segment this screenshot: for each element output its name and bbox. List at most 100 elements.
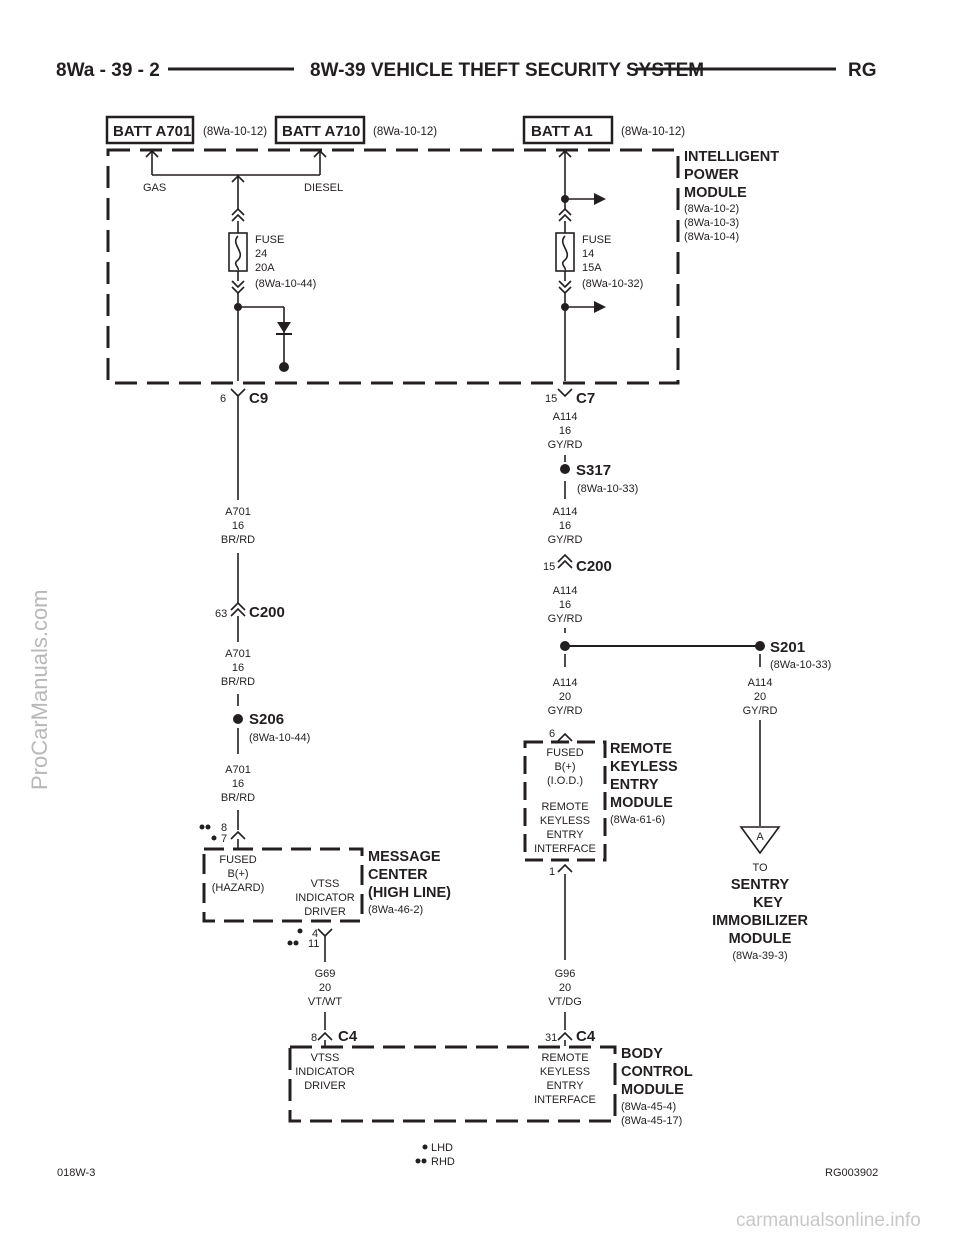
sentry-to: TO xyxy=(752,862,768,874)
wire-a114-4-gauge: 20 xyxy=(559,691,571,703)
mc-fused-3: (HAZARD) xyxy=(212,882,265,894)
wire-a114-3-color: GY/RD xyxy=(548,613,583,625)
bcm-ref-2: (8Wa-45-17) xyxy=(621,1115,682,1127)
legend-lhd: LHD xyxy=(431,1142,453,1154)
wire-a701-3-circuit: A701 xyxy=(225,764,251,776)
c9-pin: 6 xyxy=(220,393,226,405)
lhd-dot xyxy=(211,835,217,841)
rke-name-4: MODULE xyxy=(610,795,673,811)
rke-module-box: FUSED B(+) (I.O.D.) REMOTE KEYLESS ENTRY… xyxy=(523,740,678,862)
mc-ref: (8Wa-46-2) xyxy=(368,904,423,916)
wire-a701-1-color: BR/RD xyxy=(221,534,255,546)
rke-name-2: KEYLESS xyxy=(610,759,678,775)
rhd-dot xyxy=(287,940,293,946)
rke-fused-3: (I.O.D.) xyxy=(547,775,583,787)
footer-right: RG003902 xyxy=(825,1167,878,1179)
ipm-name-2: POWER xyxy=(684,167,739,183)
splice-s206-label: S206 xyxy=(249,711,284,728)
rke-fused-2: B(+) xyxy=(554,761,575,773)
c9-label: C9 xyxy=(249,390,268,407)
c200-left-label: C200 xyxy=(249,604,285,621)
battery-a710-label: BATT A710 xyxy=(282,123,360,140)
fuse-24-label-1: FUSE xyxy=(255,234,284,246)
mc-vtss-2: INDICATOR xyxy=(295,892,355,904)
battery-a1: BATT A1 (8Wa-10-12) xyxy=(522,115,685,145)
bcm-vtss-2: INDICATOR xyxy=(295,1066,355,1078)
rke-name-1: REMOTE xyxy=(610,741,672,757)
wire-g69-color: VT/WT xyxy=(308,996,342,1008)
c4-right-pin: 31 xyxy=(545,1032,557,1044)
ipm-ref-3: (8Wa-10-4) xyxy=(684,231,739,243)
splice-s317-ref: (8Wa-10-33) xyxy=(577,483,638,495)
rke-in-pin: 6 xyxy=(549,728,555,740)
rhd-dot xyxy=(199,824,205,830)
splice-dot xyxy=(234,303,242,311)
mc-name-1: MESSAGE xyxy=(368,849,441,865)
header: 8Wa - 39 - 2 8W-39 VEHICLE THEFT SECURIT… xyxy=(56,60,877,81)
mc-out-pin-lhd: 4 xyxy=(312,928,318,940)
sentry-name-2: KEY xyxy=(753,895,783,911)
bcm-interface-4: INTERFACE xyxy=(534,1094,596,1106)
lhd-dot xyxy=(422,1144,428,1150)
sentry-reference: A TO SENTRY KEY IMMOBILIZER MODULE (8Wa-… xyxy=(712,826,808,962)
ipm-name-1: INTELLIGENT xyxy=(684,149,779,165)
battery-a701-label: BATT A701 xyxy=(113,123,191,140)
splice-s206-ref: (8Wa-10-44) xyxy=(249,732,310,744)
c7-label: C7 xyxy=(576,390,595,407)
rke-interface-4: INTERFACE xyxy=(534,843,596,855)
fuse-24-circuit xyxy=(228,182,285,381)
ground-dot xyxy=(279,362,289,372)
footer-left: 018W-3 xyxy=(57,1167,95,1179)
rke-fused-1: FUSED xyxy=(546,747,583,759)
wire-a114-4-color: GY/RD xyxy=(548,705,583,717)
bcm-interface-3: ENTRY xyxy=(546,1080,584,1092)
c4-left-label: C4 xyxy=(338,1028,358,1045)
battery-a1-label: BATT A1 xyxy=(531,123,593,140)
c7-pin: 15 xyxy=(545,393,557,405)
wire-a701-1-circuit: A701 xyxy=(225,506,251,518)
sentry-name-1: SENTRY xyxy=(731,877,790,893)
fuse-14-label-4: (8Wa-10-32) xyxy=(582,278,643,290)
splice-s201-label: S201 xyxy=(770,639,805,656)
wire-a114-2-color: GY/RD xyxy=(548,534,583,546)
fuse-14-label-2: 14 xyxy=(582,248,594,260)
mc-vtss-3: DRIVER xyxy=(304,906,346,918)
ipm-ref-1: (8Wa-10-2) xyxy=(684,203,739,215)
rke-ref: (8Wa-61-6) xyxy=(610,814,665,826)
lhd-dot xyxy=(297,928,303,934)
mc-fused-1: FUSED xyxy=(219,854,256,866)
wire-a701-3-color: BR/RD xyxy=(221,792,255,804)
header-title: 8W-39 VEHICLE THEFT SECURITY SYSTEM xyxy=(310,60,704,81)
rhd-dot xyxy=(293,940,299,946)
c200-right-pin: 15 xyxy=(543,561,555,573)
ipm-box: INTELLIGENT POWER MODULE (8Wa-10-2) (8Wa… xyxy=(106,148,779,385)
wire-a114-5-circuit: A114 xyxy=(748,677,773,689)
wire-a701-2-gauge: 16 xyxy=(232,662,244,674)
mc-fused-2: B(+) xyxy=(227,868,248,880)
rhd-dot xyxy=(415,1158,421,1164)
wire-a701-1-gauge: 16 xyxy=(232,520,244,532)
wire-g96-circuit: G96 xyxy=(555,968,576,980)
wire-a114-1-color: GY/RD xyxy=(548,439,583,451)
bcm-ref-1: (8Wa-45-4) xyxy=(621,1101,676,1113)
c200-left-pin: 63 xyxy=(215,608,227,620)
c200-right-label: C200 xyxy=(576,558,612,575)
splice-s201-dot xyxy=(755,641,765,651)
bcm-vtss-1: VTSS xyxy=(311,1052,340,1064)
wire-a701-2-circuit: A701 xyxy=(225,648,251,660)
c4-left-pin: 8 xyxy=(311,1032,317,1044)
fuse-14-label-3: 15A xyxy=(582,262,602,274)
fuse-24-label-4: (8Wa-10-44) xyxy=(255,278,316,290)
mc-name-3: (HIGH LINE) xyxy=(368,885,451,901)
battery-a701: BATT A701 (8Wa-10-12) xyxy=(105,115,267,145)
splice-dot xyxy=(561,303,569,311)
mc-vtss-1: VTSS xyxy=(311,878,340,890)
fuse-24-label-3: 20A xyxy=(255,262,275,274)
rke-interface-2: KEYLESS xyxy=(540,815,590,827)
fuse-14-label-1: FUSE xyxy=(582,234,611,246)
wire-a114-1-gauge: 16 xyxy=(559,425,571,437)
fuse-24-label-2: 24 xyxy=(255,248,267,260)
splice-s317-dot xyxy=(560,464,570,474)
wire-a114-2-gauge: 16 xyxy=(559,520,571,532)
header-page-number: 8Wa - 39 - 2 xyxy=(56,60,160,81)
